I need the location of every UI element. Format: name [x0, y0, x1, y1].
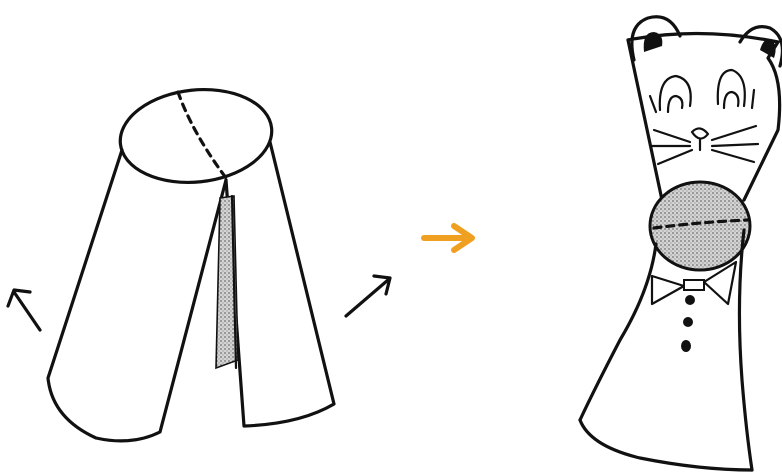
head-outline: [628, 40, 662, 200]
spread-arrow-left-icon: [8, 290, 40, 330]
eyes: [660, 70, 745, 112]
fold-line: [178, 92, 226, 178]
right-arrow-icon: [424, 226, 472, 250]
opened-paper-tube-icon: [8, 82, 390, 441]
buttons: [681, 295, 695, 352]
spread-arrow-right-icon: [346, 276, 390, 316]
tube-right-leg: [226, 142, 334, 426]
body-outline: [580, 244, 656, 420]
collar-shading: [650, 182, 750, 270]
tube-left-leg: [48, 150, 226, 441]
bear-tube-puppet-icon: [580, 17, 782, 470]
nose: [692, 128, 708, 138]
tube-top-rim: [116, 82, 277, 189]
